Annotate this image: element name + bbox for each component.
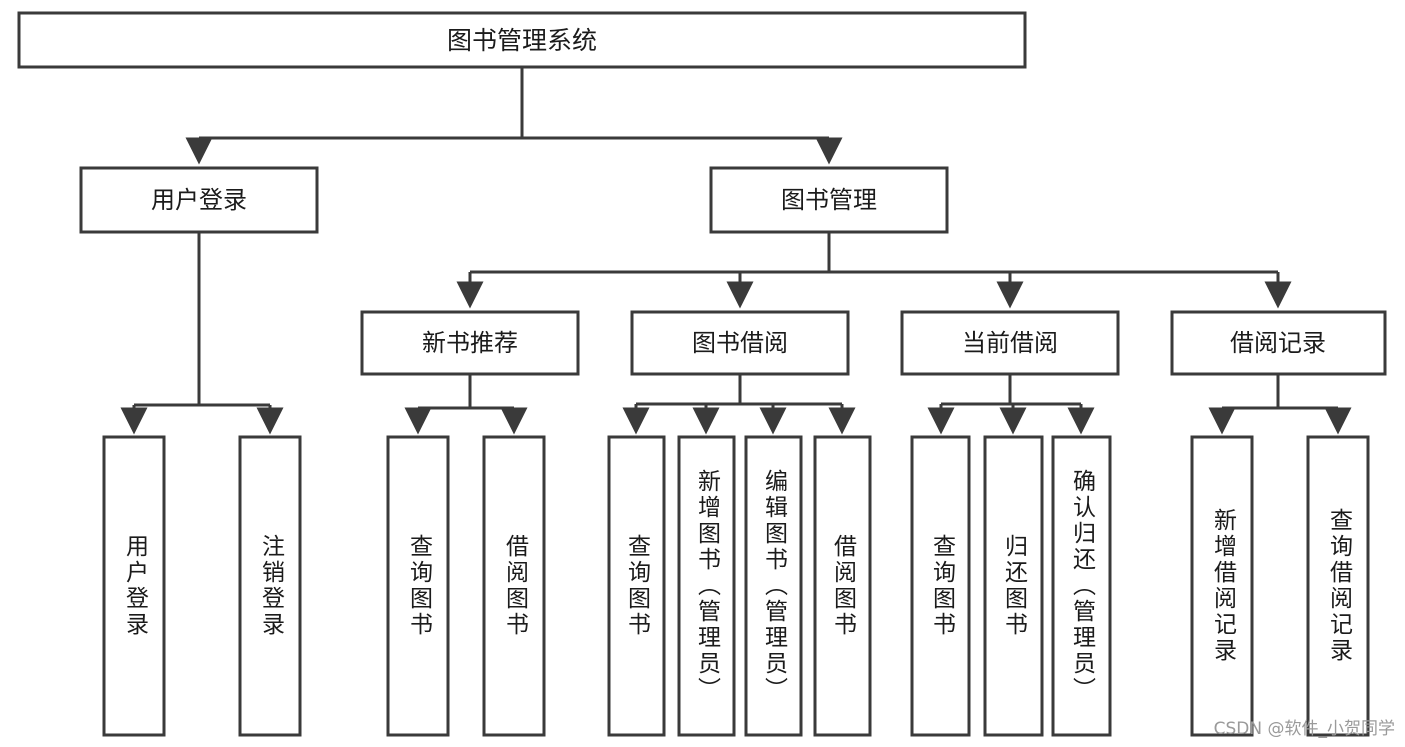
node-borrow-record-box: [1170, 310, 1387, 376]
node-leaf-query-record-label: 查询借阅记录: [1326, 508, 1354, 664]
connector-group-root-to-level2: [185, 67, 843, 165]
node-leaf-query-book-2-label: 查询图书: [624, 534, 652, 638]
node-borrow-record[interactable]: 借阅记录: [1170, 310, 1387, 376]
node-current-borrow-label: 当前借阅: [962, 329, 1058, 357]
node-book-manage[interactable]: 图书管理: [709, 166, 949, 234]
node-leaf-query-book-3-label: 查询图书: [929, 534, 957, 638]
node-leaf-add-record[interactable]: 新增借阅记录: [1190, 435, 1254, 737]
node-book-manage-box: [709, 166, 949, 234]
connector-group-book-manage-to-level3: [456, 232, 1292, 309]
connector-group-new-book-recommend-to-leaves: [404, 374, 528, 435]
node-book-manage-label: 图书管理: [781, 186, 877, 214]
node-leaf-borrow-book-1-label: 借阅图书: [502, 534, 530, 638]
node-user-login[interactable]: 用户登录: [79, 166, 319, 234]
node-book-borrow-label: 图书借阅: [692, 329, 788, 357]
node-leaf-return-book-label: 归还图书: [1001, 534, 1029, 638]
node-leaf-confirm-return[interactable]: 确认归还（管理员）: [1051, 435, 1112, 737]
node-leaf-return-book-box: [983, 435, 1044, 737]
node-leaf-query-book-1-box: [386, 435, 450, 737]
node-leaf-confirm-return-box: [1051, 435, 1112, 737]
connector-group-user-login-to-leaves: [120, 232, 284, 435]
node-leaf-add-book-box: [677, 435, 736, 737]
node-leaf-query-record[interactable]: 查询借阅记录: [1306, 435, 1370, 737]
node-book-borrow[interactable]: 图书借阅: [630, 310, 850, 376]
node-leaf-user-logout[interactable]: 注销登录: [238, 435, 302, 737]
node-leaf-edit-book[interactable]: 编辑图书（管理员）: [744, 435, 803, 737]
node-root-box: [17, 11, 1027, 69]
node-root[interactable]: 图书管理系统: [17, 11, 1027, 69]
node-borrow-record-label: 借阅记录: [1230, 329, 1326, 357]
connector-group-book-borrow-to-leaves: [622, 374, 856, 435]
node-leaf-borrow-book-2[interactable]: 借阅图书: [813, 435, 872, 737]
node-leaf-user-logout-box: [238, 435, 302, 737]
node-leaf-add-record-box: [1190, 435, 1254, 737]
node-leaf-user-login-label: 用户登录: [122, 534, 150, 638]
node-user-login-label: 用户登录: [151, 186, 247, 214]
node-leaf-edit-book-box: [744, 435, 803, 737]
node-leaf-confirm-return-label: 确认归还（管理员）: [1069, 469, 1097, 703]
node-leaf-query-record-box: [1306, 435, 1370, 737]
node-leaf-borrow-book-2-box: [813, 435, 872, 737]
node-leaf-user-login[interactable]: 用户登录: [102, 435, 166, 737]
node-leaf-user-logout-label: 注销登录: [258, 534, 286, 638]
node-user-login-box: [79, 166, 319, 234]
node-leaf-query-book-3[interactable]: 查询图书: [910, 435, 971, 737]
node-leaf-query-book-2[interactable]: 查询图书: [607, 435, 666, 737]
node-root-label: 图书管理系统: [447, 26, 597, 55]
node-book-borrow-box: [630, 310, 850, 376]
node-leaf-query-book-1[interactable]: 查询图书: [386, 435, 450, 737]
node-leaf-user-login-box: [102, 435, 166, 737]
node-new-book-recommend-box: [360, 310, 580, 376]
connector-group-current-borrow-to-leaves: [927, 374, 1095, 435]
node-leaf-borrow-book-1-box: [482, 435, 546, 737]
node-new-book-recommend-label: 新书推荐: [422, 329, 518, 357]
node-current-borrow-box: [900, 310, 1120, 376]
node-leaf-query-book-3-box: [910, 435, 971, 737]
node-leaf-add-book[interactable]: 新增图书（管理员）: [677, 435, 736, 737]
node-leaf-add-record-label: 新增借阅记录: [1210, 508, 1238, 664]
node-leaf-edit-book-label: 编辑图书（管理员）: [761, 469, 789, 703]
node-leaf-query-book-2-box: [607, 435, 666, 737]
node-leaf-return-book[interactable]: 归还图书: [983, 435, 1044, 737]
connector-group-borrow-record-to-leaves: [1208, 374, 1352, 435]
node-leaf-query-book-1-label: 查询图书: [406, 534, 434, 638]
node-current-borrow[interactable]: 当前借阅: [900, 310, 1120, 376]
node-new-book-recommend[interactable]: 新书推荐: [360, 310, 580, 376]
node-leaf-add-book-label: 新增图书（管理员）: [694, 469, 722, 703]
node-leaf-borrow-book-2-label: 借阅图书: [830, 534, 858, 638]
node-leaf-borrow-book-1[interactable]: 借阅图书: [482, 435, 546, 737]
